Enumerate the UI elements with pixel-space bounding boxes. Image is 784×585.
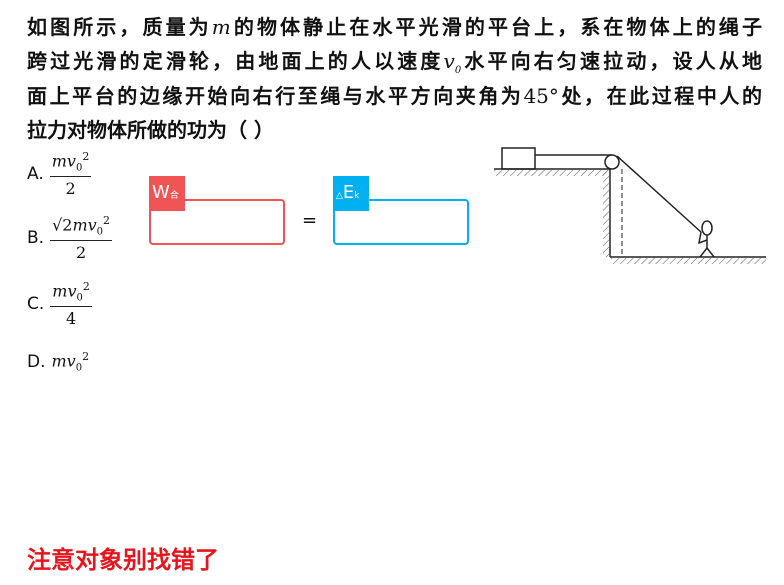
rope-slanted xyxy=(616,155,702,233)
person xyxy=(698,220,715,258)
option-d[interactable]: D. mv02 xyxy=(27,350,90,374)
question-line-3: 面上平台的边缘开始向右行至绳与水平方向夹角为45°处，在此过程中人的 xyxy=(27,84,763,108)
question-line-1: 如图所示，质量为m的物体静止在水平光滑的平台上，系在物体上的绳子 xyxy=(27,15,763,39)
work-total-label: W合 xyxy=(149,176,185,211)
kinetic-energy-change-label: △Ek xyxy=(333,176,369,211)
question-line-2: 跨过光滑的定滑轮，由地面上的人以速度v0水平向右匀速拉动，设人从地 xyxy=(27,49,763,76)
warning-note: 注意对象别找错了 xyxy=(27,546,219,574)
kinetic-energy-change-box[interactable] xyxy=(333,199,469,245)
block xyxy=(501,147,536,170)
equals-sign: = xyxy=(302,210,318,231)
work-total-box[interactable] xyxy=(149,199,285,245)
question-line-4: 拉力对物体所做的功为（ ） xyxy=(27,118,274,142)
pulley xyxy=(604,154,620,170)
